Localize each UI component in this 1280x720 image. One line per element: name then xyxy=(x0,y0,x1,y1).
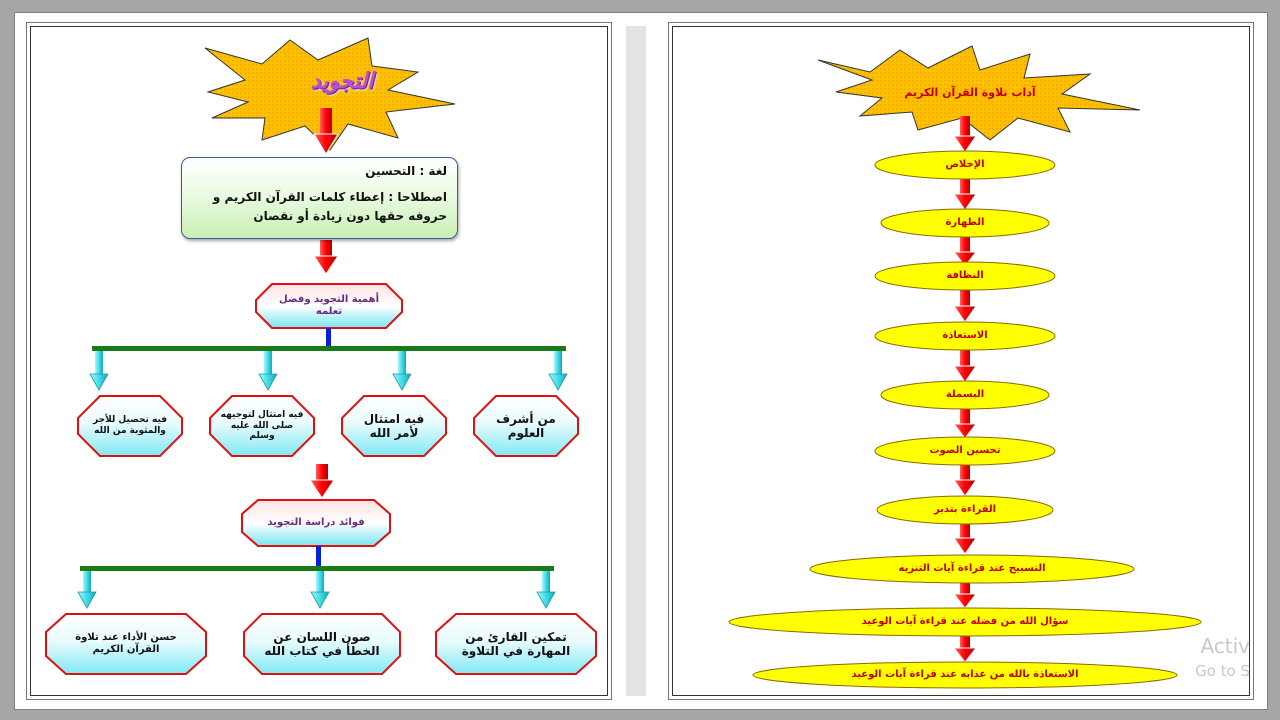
benefits-branch-arrows xyxy=(77,571,556,609)
adab-item-5: البسملة xyxy=(945,389,985,400)
benefits-title: فوائد دراسة التجويد xyxy=(267,517,365,528)
importance-title: أهمية التجويد وفضل تعلمه xyxy=(279,294,379,317)
importance-branch-arrows xyxy=(89,351,568,391)
right-title-star xyxy=(817,45,1141,141)
adab-item-8: التسبيح عند قراءة آيات التنزيه xyxy=(898,563,1046,574)
benefits-octagon xyxy=(241,499,391,547)
benefits-item-3: حسن الأداء عند تلاوة القرآن الكريم xyxy=(75,632,177,655)
importance-octagon xyxy=(255,283,403,329)
adab-item-10: الاستعاذة بالله من عذابه عند قراءة آيات … xyxy=(851,669,1079,680)
benefits-connector-bar xyxy=(80,566,554,571)
importance-item-2: فيه امتثال لأمر الله xyxy=(363,411,425,440)
adab-item-1: الإخلاص xyxy=(945,159,985,170)
benefits-connector-stem xyxy=(316,546,321,568)
arrow-to-benefits xyxy=(309,464,335,499)
importance-connector-bar xyxy=(92,346,566,351)
left-title-star xyxy=(204,37,456,151)
benefits-item-octagons xyxy=(45,613,597,675)
adab-item-7: القراءة بتدبر xyxy=(933,504,997,515)
importance-item-1: من أشرف العلوم xyxy=(496,411,556,440)
adab-item-2: الطهارة xyxy=(945,217,985,228)
importance-item-octagons xyxy=(77,395,579,457)
right-flow-arrows xyxy=(952,116,978,663)
page-gutter xyxy=(626,26,646,696)
benefits-item-1: تمكين القارئ من المهارة في التلاوة xyxy=(461,629,571,658)
left-title: التجويد xyxy=(310,68,374,94)
importance-connector-stem xyxy=(326,328,331,348)
importance-item-4: فيه تحصيل للأجر والمثوبة من الله xyxy=(92,415,168,436)
activation-watermark-line2: Go to S xyxy=(1195,662,1250,680)
adab-item-3: النظافة xyxy=(946,270,984,281)
adab-item-4: الاستعاذة xyxy=(942,330,988,341)
right-title: آداب تلاوة القرآن الكريم xyxy=(904,86,1036,100)
right-flow-ovals xyxy=(728,150,1202,689)
arrow-definition-to-importance xyxy=(313,240,339,275)
arrow-star-to-definition xyxy=(313,108,339,155)
definition-linguistic: لغة : التحسين xyxy=(365,164,447,178)
benefits-item-2: صون اللسان عن الخطأ في كتاب الله xyxy=(264,629,380,658)
importance-item-3: فيه امتثال لتوجيهه صلى الله عليه وسلم xyxy=(220,409,304,442)
adab-item-6: تحسين الصوت xyxy=(929,445,1001,456)
definition-technical: اصطلاحا : إعطاء كلمات القرآن الكريم و حر… xyxy=(212,190,447,224)
activation-watermark-line1: Activ xyxy=(1200,634,1250,658)
adab-item-9: سؤال الله من فضله عند قراءة آيات الوعيد xyxy=(861,616,1069,627)
definition-box: لغة : التحسين اصطلاحا : إعطاء كلمات القر… xyxy=(181,157,458,239)
